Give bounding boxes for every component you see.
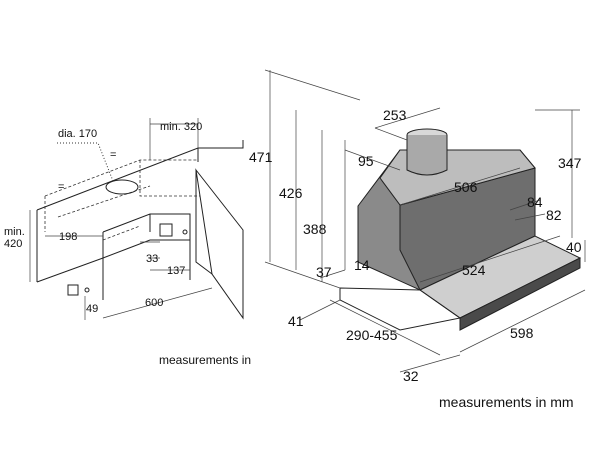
- label-min-320: min. 320: [160, 121, 202, 133]
- cabinet-inner-box: [102, 213, 191, 280]
- label-min-420-b: 420: [4, 238, 22, 250]
- label-min-420-a: min.: [4, 226, 25, 238]
- label-600: 600: [145, 297, 163, 309]
- label-347: 347: [558, 155, 582, 171]
- label-388: 388: [303, 221, 327, 237]
- label-33: 33: [146, 253, 158, 265]
- cabinet-installation-diagram: = = dia. 170 min. 320 min. 420 198 33 13…: [4, 118, 244, 320]
- label-82: 82: [546, 207, 562, 223]
- dim-line-290-455: [329, 299, 441, 356]
- label-598: 598: [510, 325, 534, 341]
- right-caption: measurements in mm: [439, 394, 574, 410]
- dim-line-347: [535, 109, 580, 238]
- label-37: 37: [316, 264, 332, 280]
- label-253: 253: [383, 107, 407, 123]
- label-137: 137: [167, 265, 185, 277]
- fan-motor-body: [406, 135, 448, 176]
- bracket-screw-left: [84, 287, 90, 293]
- label-426: 426: [279, 185, 303, 201]
- duct-cutout-circle: [105, 179, 139, 195]
- dim-line-82: [514, 213, 546, 221]
- cabinet-top-edge: [36, 140, 244, 211]
- dim-line-37: [319, 269, 346, 279]
- hood-tray-front: [459, 257, 581, 331]
- hood-base-frame: [339, 287, 462, 331]
- label-dia-170: dia. 170: [58, 128, 97, 140]
- mounting-bracket-right: [159, 223, 173, 237]
- hood-dimensions-diagram: 253 471 426 95 506 347 388 84 82 40 37 1…: [249, 69, 586, 384]
- label-471: 471: [249, 149, 273, 165]
- label-14: 14: [354, 257, 370, 273]
- mounting-bracket-left: [67, 284, 79, 296]
- dia-leader: [57, 142, 114, 182]
- dim-line-33: [140, 241, 160, 259]
- cabinet-door-edge: [195, 170, 213, 275]
- label-290-455: 290-455: [346, 327, 398, 343]
- cabinet-bottom-shelf: [102, 239, 190, 259]
- dim-line-506: [399, 167, 521, 206]
- equal-mark-left: =: [58, 181, 64, 193]
- dim-line-84: [509, 199, 541, 211]
- label-524: 524: [462, 262, 486, 278]
- label-49: 49: [86, 303, 98, 315]
- left-caption: measurements in mm: [159, 353, 251, 367]
- label-95: 95: [358, 153, 374, 169]
- bracket-screw: [182, 229, 188, 235]
- label-506: 506: [454, 179, 478, 195]
- dim-line-600: [102, 287, 213, 319]
- label-32: 32: [403, 368, 419, 384]
- label-40: 40: [566, 239, 582, 255]
- dim-line-524: [419, 235, 561, 283]
- dim-line-253: [374, 107, 441, 141]
- dim-line-598: [459, 289, 586, 353]
- dim-line-32: [399, 354, 461, 373]
- dim-line-41: [299, 299, 341, 321]
- label-84: 84: [527, 194, 543, 210]
- equal-mark-top: =: [110, 149, 116, 161]
- label-41: 41: [288, 313, 304, 329]
- cabinet-left-bottom: [36, 257, 104, 283]
- dim-line-471: [264, 69, 361, 289]
- cabinet-door: [195, 168, 244, 320]
- label-198: 198: [59, 231, 77, 243]
- dim-line-min320: [149, 118, 199, 160]
- cabinet-dashed-outline: [44, 159, 200, 241]
- dim-line-95: [344, 149, 401, 171]
